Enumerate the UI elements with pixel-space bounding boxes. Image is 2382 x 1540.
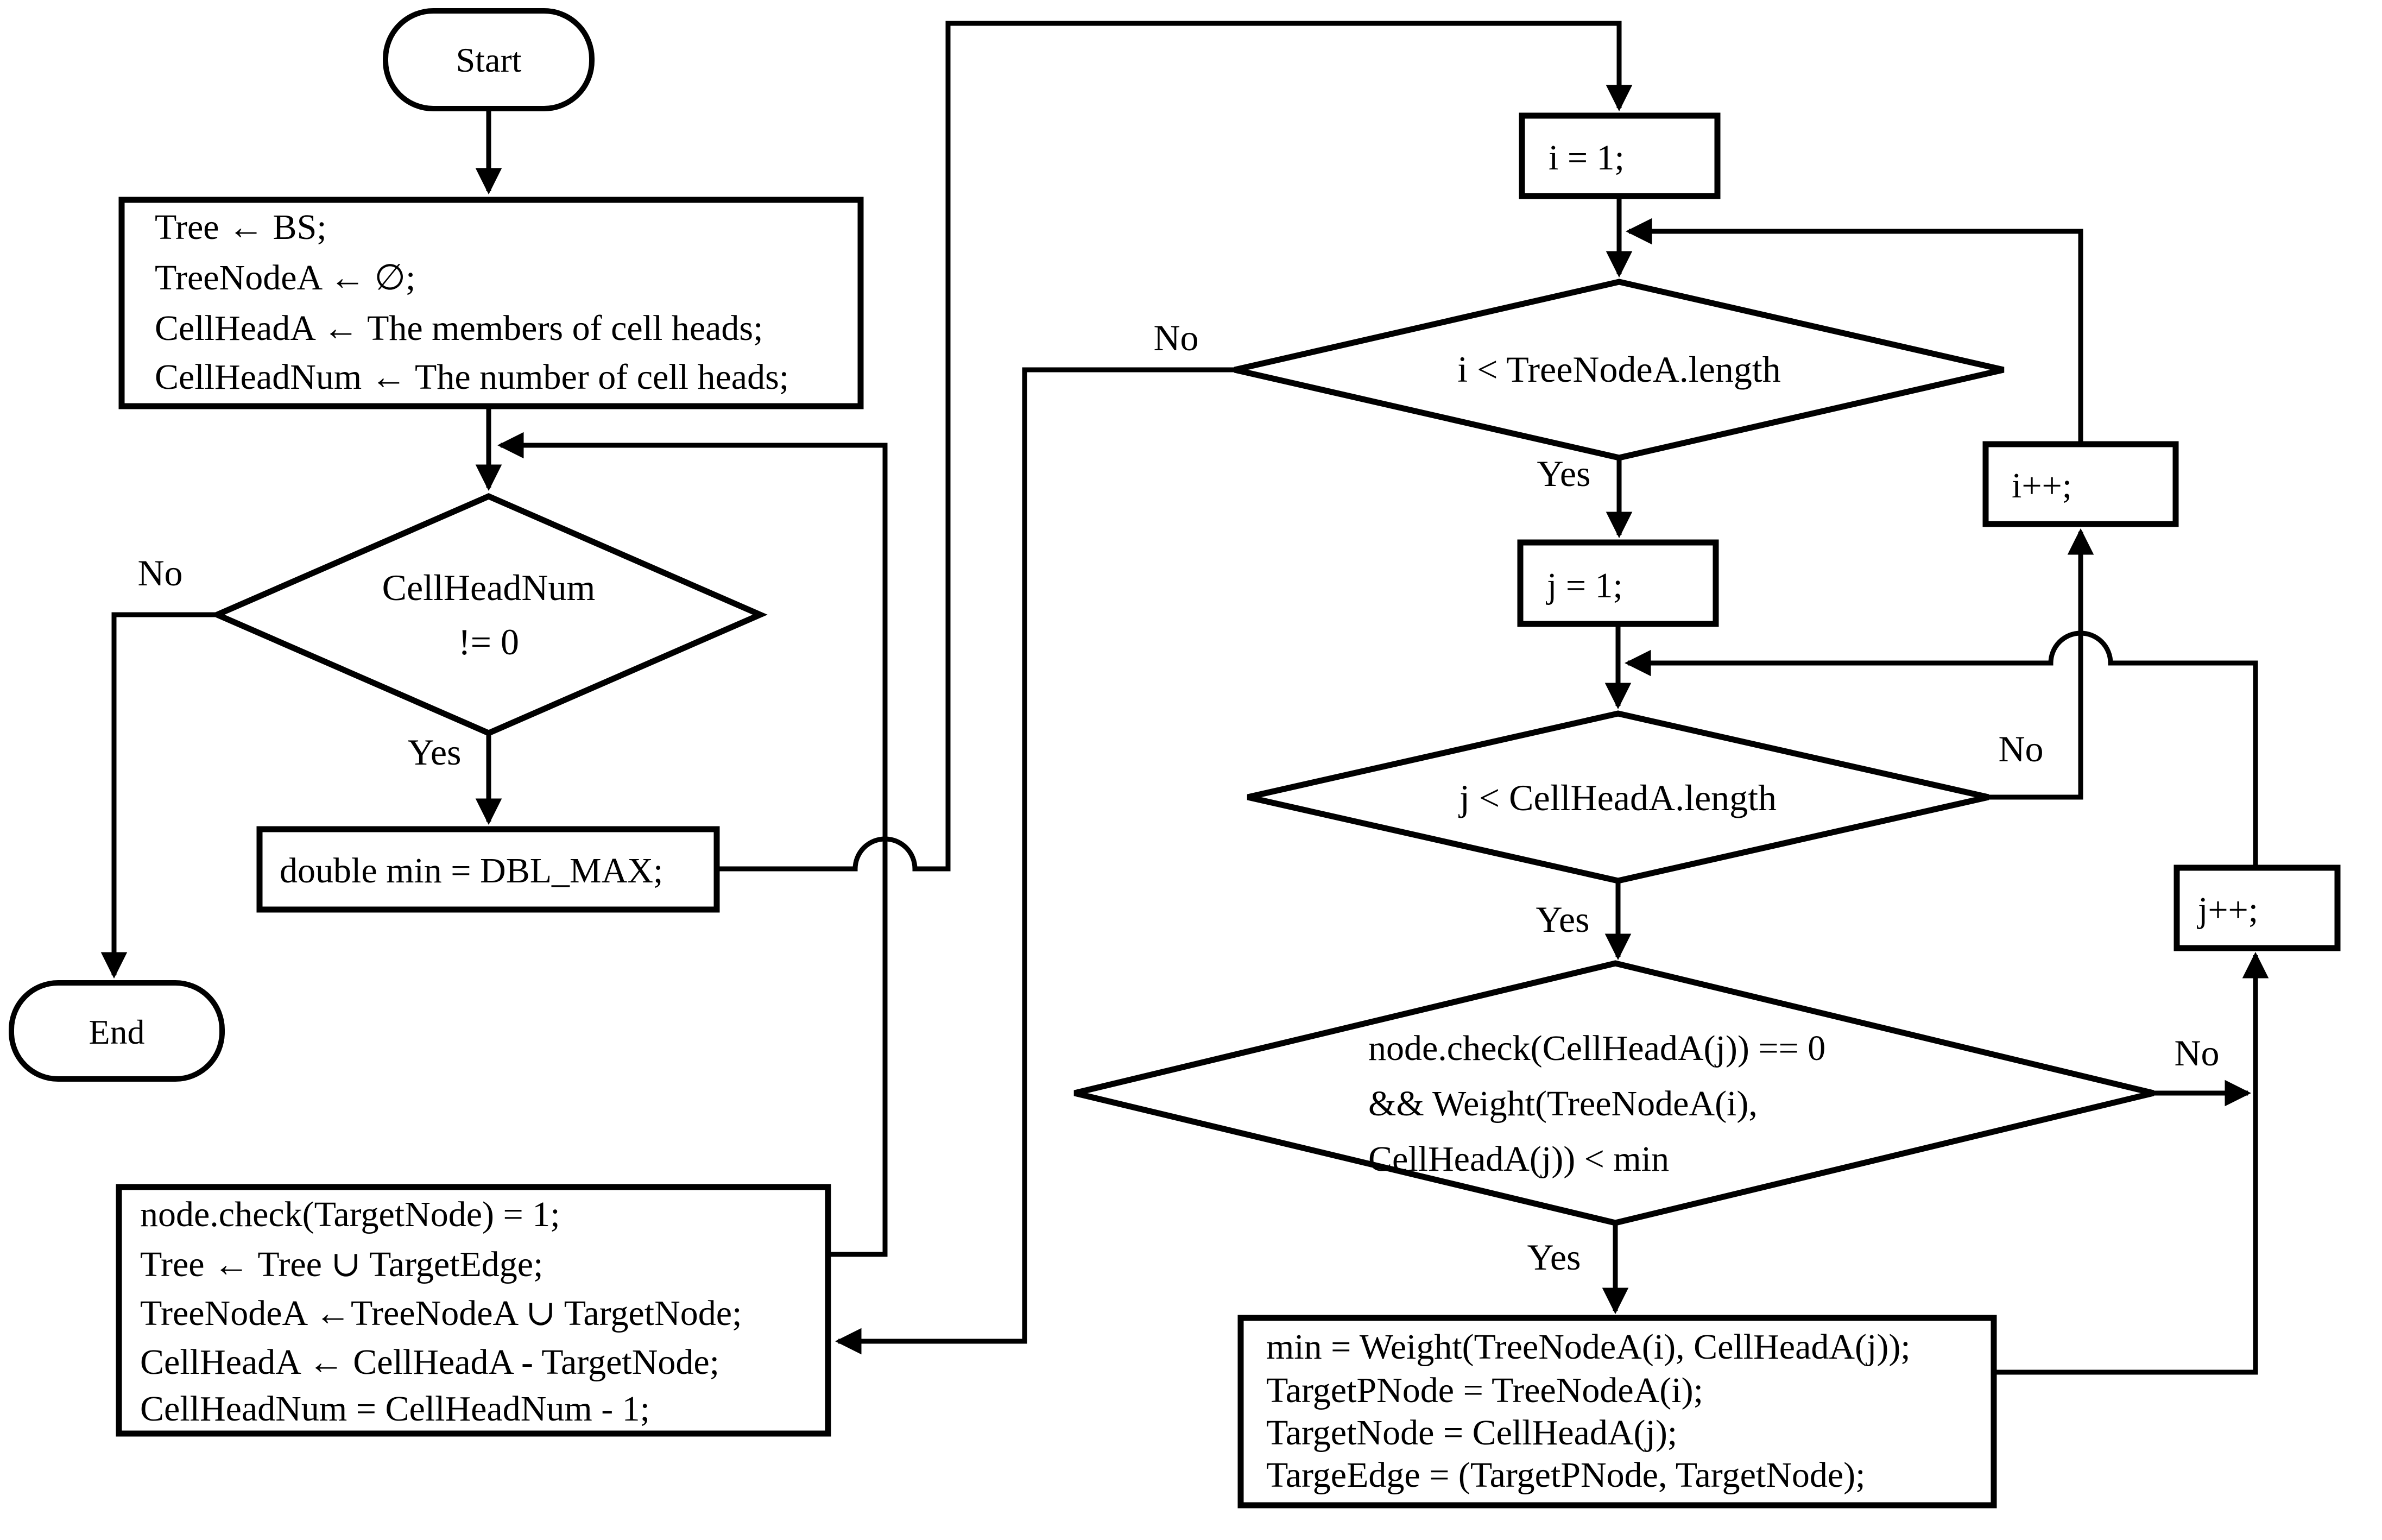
update-tree-line: Tree ← Tree ∪ TargetEdge; (140, 1245, 543, 1284)
cellheadnum-check-shape (210, 493, 768, 737)
update-tree-line: node.check(TargetNode) = 1; (140, 1195, 560, 1234)
double-min-shape (256, 826, 720, 913)
update-tree-line: CellHeadNum = CellHeadNum - 1; (140, 1389, 650, 1429)
end-label: End (89, 1013, 144, 1051)
j-init-shape (1517, 539, 1719, 627)
j-check-diamond: j < CellHeadA.length (1247, 710, 1989, 884)
update-tree-line: CellHeadA ← CellHeadA - TargetNode; (140, 1342, 719, 1382)
start-node: Start (383, 8, 595, 111)
init-line: CellHeadNum ← The number of cell heads; (155, 357, 789, 397)
j-inc-label: j++; (2197, 890, 2258, 930)
init-shape (118, 197, 864, 409)
edge-i-inc-loopback (1625, 218, 2083, 444)
j-check-label: j < CellHeadA.length (1458, 777, 1777, 818)
weight-check-yes-label: Yes (1527, 1236, 1581, 1278)
edge-update-min-to-j-inc (1994, 951, 2269, 1375)
weight-check-line: node.check(CellHeadA(j)) == 0 (1368, 1028, 1825, 1068)
weight-check-diamond: node.check(CellHeadA(j)) == 0 && Weight(… (1073, 960, 2154, 1226)
j-inc-box: j++; (2174, 864, 2341, 951)
start-label: Start (456, 41, 522, 79)
init-line: TreeNodeA ← ∅; (155, 258, 415, 298)
weight-check-line: && Weight(TreeNodeA(i), (1368, 1084, 1758, 1124)
i-inc-box: i++; (1982, 441, 2179, 527)
update-tree-shape (116, 1184, 831, 1437)
double-min-box: double min = DBL_MAX; (256, 826, 720, 913)
cellheadnum-no-label: No (137, 552, 182, 594)
cellheadnum-check-line: != 0 (458, 621, 519, 662)
edge-update-tree-loopback (497, 432, 888, 1257)
update-min-line: TargetNode = CellHeadA(j); (1266, 1413, 1677, 1453)
cellheadnum-check-diamond: CellHeadNum != 0 (210, 493, 768, 737)
i-inc-shape (1982, 441, 2179, 527)
i-check-shape (1234, 279, 2005, 461)
edge-cellheadnum-no-to-end (100, 612, 217, 979)
weight-check-line: CellHeadA(j)) < min (1368, 1139, 1669, 1179)
init-line: CellHeadA ← The members of cell heads; (155, 308, 763, 348)
end-node: End (9, 980, 225, 1082)
i-check-diamond: i < TreeNodeA.length (1234, 279, 2005, 461)
i-init-shape (1519, 112, 1721, 199)
edge-i-check-no-to-update-tree (835, 367, 1235, 1355)
double-min-label: double min = DBL_MAX; (280, 851, 663, 891)
update-tree-box: node.check(TargetNode) = 1; Tree ← Tree … (116, 1184, 831, 1437)
update-min-box: min = Weight(TreeNodeA(i), CellHeadA(j))… (1237, 1315, 1997, 1509)
j-check-shape (1247, 710, 1989, 884)
edge-double-min-to-i-init (717, 21, 1633, 872)
update-tree-line: TreeNodeA ←TreeNodeA ∪ TargetNode; (140, 1293, 742, 1333)
update-min-line: min = Weight(TreeNodeA(i), CellHeadA(j))… (1266, 1327, 1911, 1367)
start-shape (383, 8, 595, 111)
edge-j-check-no-to-i-inc (1988, 528, 2094, 800)
i-check-label: i < TreeNodeA.length (1457, 349, 1781, 390)
j-check-yes-label: Yes (1536, 899, 1590, 940)
i-inc-label: i++; (2012, 466, 2072, 506)
end-shape (9, 980, 225, 1082)
update-min-line: TargetPNode = TreeNodeA(i); (1266, 1371, 1703, 1410)
i-init-box: i = 1; (1519, 112, 1721, 199)
update-min-shape (1237, 1315, 1997, 1509)
cellheadnum-check-line: CellHeadNum (382, 567, 596, 608)
j-init-box: j = 1; (1517, 539, 1719, 627)
i-init-label: i = 1; (1549, 138, 1625, 178)
update-min-line: TargeEdge = (TargetPNode, TargetNode); (1266, 1455, 1865, 1495)
weight-check-no-label: No (2174, 1032, 2219, 1074)
weight-check-shape (1073, 960, 2154, 1226)
cellheadnum-yes-label: Yes (408, 731, 462, 773)
init-box: Tree ← BS; TreeNodeA ← ∅; CellHeadA ← Th… (118, 197, 864, 409)
j-inc-shape (2174, 864, 2341, 951)
i-check-yes-label: Yes (1537, 453, 1591, 494)
j-init-label: j = 1; (1546, 566, 1623, 605)
init-line: Tree ← BS; (155, 207, 327, 247)
i-check-no-label: No (1153, 317, 1198, 358)
j-check-no-label: No (1998, 728, 2043, 769)
